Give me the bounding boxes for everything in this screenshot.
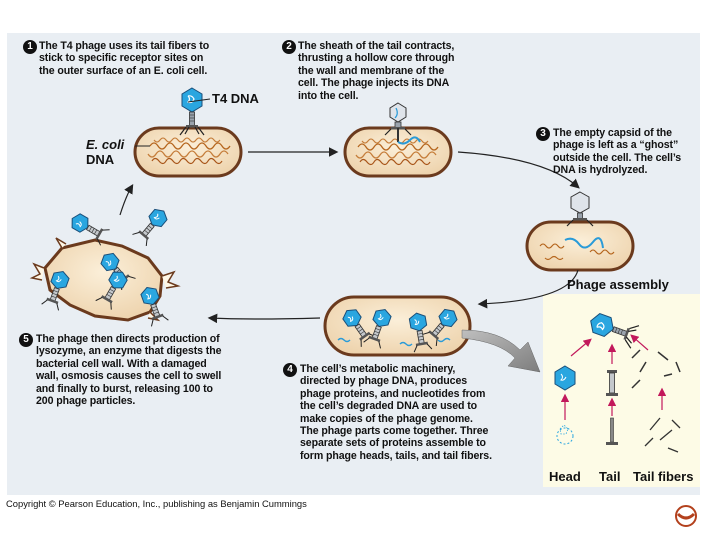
assembly-arrows	[560, 334, 667, 420]
assembly-zoom-arrow	[461, 329, 541, 373]
cell-ghost	[525, 191, 635, 272]
cell-synthesis	[323, 295, 472, 357]
tail-label: Tail	[599, 469, 621, 484]
ecoli-dna-label: DNA	[86, 152, 115, 167]
step-2-marker: 2	[282, 40, 296, 54]
step-1-text: The T4 phage uses its tail fibers to sti…	[39, 40, 210, 77]
phage-assembly-box	[543, 294, 700, 487]
assembly-parts	[554, 309, 681, 453]
step-2-text: The sheath of the tail contracts, thrust…	[298, 40, 455, 102]
cell-injection	[343, 102, 453, 178]
cell-attachment	[133, 87, 243, 178]
step-4-text: The cell’s metabolic machinery, directed…	[300, 363, 492, 462]
step-1-marker: 1	[23, 40, 37, 54]
publisher-logo	[675, 505, 697, 527]
step-5-marker: 5	[19, 333, 33, 347]
t4-dna-label: T4 DNA	[212, 91, 259, 106]
step-3-text: The empty capsid of the phage is left as…	[553, 127, 682, 177]
step-5-text: The phage then directs production of lys…	[36, 333, 222, 408]
cycle-arrows	[119, 147, 580, 324]
copyright-text: Copyright © Pearson Education, Inc., pub…	[6, 498, 307, 509]
step-4-marker: 4	[283, 363, 297, 377]
ecoli-label: E. coli	[86, 137, 125, 152]
phage-assembly-title: Phage assembly	[567, 277, 669, 292]
step-3-marker: 3	[536, 127, 550, 141]
cell-lysis	[29, 204, 181, 327]
tail-fibers-label: Tail fibers	[633, 469, 694, 484]
head-label: Head	[549, 469, 581, 484]
